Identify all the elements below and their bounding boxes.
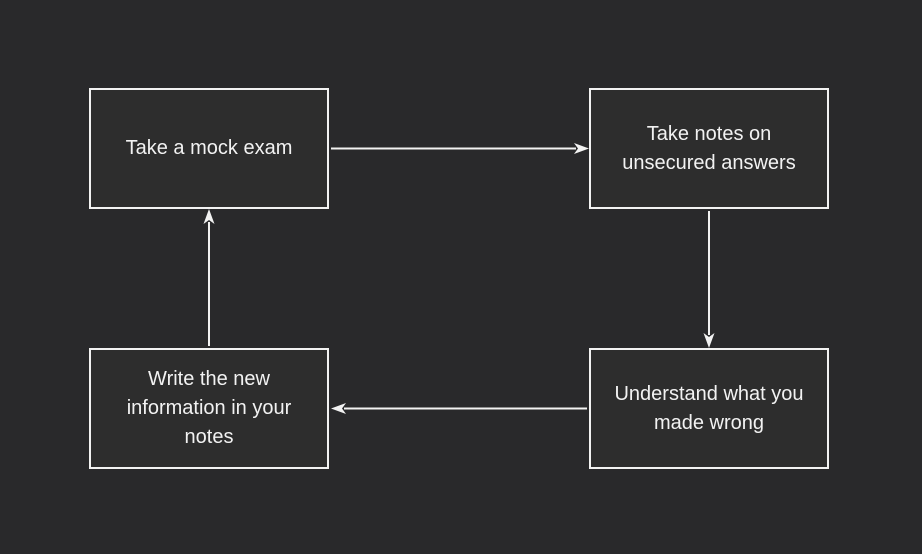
edge-mock-exam-to-take-notes[interactable] (331, 143, 589, 154)
node-understand-wrong-label: Understand what you made wrong (614, 382, 804, 434)
node-write-notes-label: Write the new information in your notes (126, 368, 292, 448)
node-take-notes-label: Take notes on unsecured answers (622, 122, 796, 174)
arrowhead-left-icon (331, 403, 346, 414)
edge-write-notes-to-mock-exam[interactable] (203, 209, 215, 346)
arrowhead-down-icon (703, 333, 715, 348)
edge-take-notes-to-understand[interactable] (703, 211, 715, 348)
arrowhead-up-icon (203, 209, 215, 224)
node-take-mock-exam[interactable]: Take a mock exam (89, 88, 329, 209)
arrowhead-right-icon (574, 143, 589, 154)
edge-understand-to-write-notes[interactable] (331, 403, 587, 414)
node-write-notes[interactable]: Write the new information in your notes (89, 348, 329, 469)
node-take-mock-exam-label: Take a mock exam (125, 137, 293, 159)
node-take-notes[interactable]: Take notes on unsecured answers (589, 88, 829, 209)
node-understand-wrong[interactable]: Understand what you made wrong (589, 348, 829, 469)
